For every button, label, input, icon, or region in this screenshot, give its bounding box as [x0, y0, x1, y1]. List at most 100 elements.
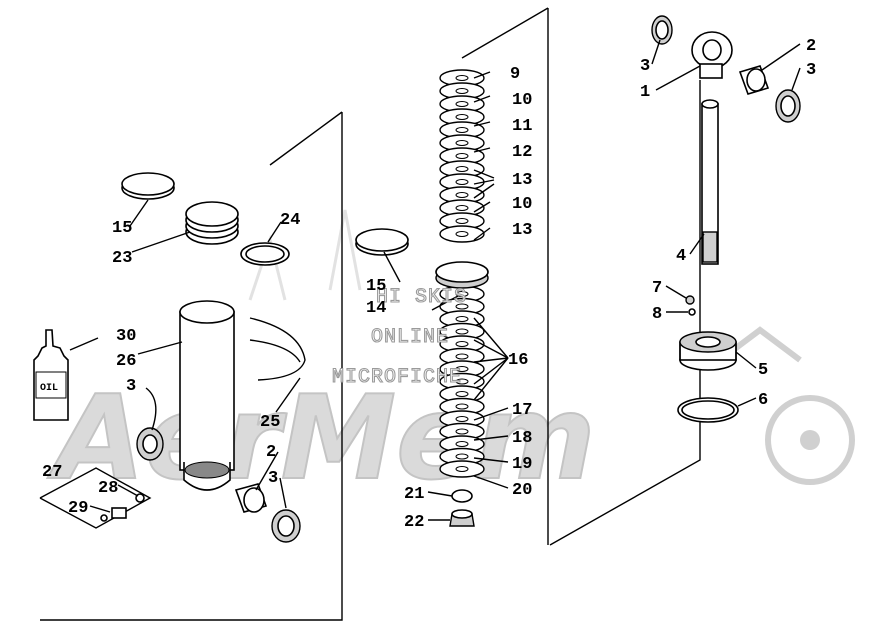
shim-washer-hole — [455, 441, 469, 447]
callout-1: 1 — [640, 83, 650, 102]
sleeve-2-right — [738, 65, 770, 95]
shim-washer-hole — [455, 416, 469, 422]
shim-washer-hole — [455, 192, 469, 198]
shim-washer-hole — [455, 127, 469, 133]
leader-lines — [69, 39, 801, 521]
cap-15-left — [121, 172, 175, 200]
callout-3-left-upper: 3 — [126, 377, 136, 396]
callout-14: 14 — [366, 299, 386, 318]
shim-washer-hole — [455, 341, 469, 347]
callout-18: 18 — [512, 429, 532, 448]
right-plate — [549, 80, 701, 546]
callout-15-center: 15 — [366, 277, 386, 296]
shim-washer-hole — [455, 353, 469, 360]
callout-10-lower: 10 — [512, 195, 532, 214]
callout-19: 19 — [512, 455, 532, 474]
shim-washer-hole — [455, 205, 469, 211]
washer-21 — [451, 489, 473, 503]
shim-washer-hole — [455, 75, 469, 81]
shim-washer-hole — [455, 453, 469, 460]
callout-3-top-left: 3 — [640, 57, 650, 76]
shim-washer-hole — [455, 218, 469, 224]
seal-23 — [185, 201, 239, 245]
callout-8: 8 — [652, 305, 662, 324]
callout-10-upper: 10 — [512, 91, 532, 110]
bushing-3-top-left — [651, 15, 673, 45]
shim-washer-hole — [455, 101, 469, 107]
callout-30: 30 — [116, 327, 136, 346]
callout-15-left: 15 — [112, 219, 132, 238]
nut-22 — [449, 509, 475, 527]
shim-washer-hole — [455, 114, 469, 120]
shim-washer-hole — [455, 391, 469, 397]
shim-washer-hole — [455, 316, 469, 322]
screw-8 — [688, 308, 696, 316]
shim-washer-hole — [455, 403, 469, 410]
callout-9: 9 — [510, 65, 520, 84]
eyelet-1 — [691, 31, 733, 79]
callout-labels: 15 23 24 30 26 3 25 2 3 27 28 29 9 10 11… — [42, 37, 816, 532]
shim-washer-hole — [455, 291, 469, 297]
ring-24 — [240, 242, 290, 266]
callout-4: 4 — [676, 247, 686, 266]
o-ring-6 — [677, 397, 739, 423]
callout-11: 11 — [512, 117, 532, 136]
oil-bottle-label: OIL — [40, 383, 58, 394]
shock-body-26 — [179, 300, 235, 491]
shim-washer-hole — [455, 88, 469, 94]
shaft-4 — [701, 99, 719, 265]
valve-kit-27 — [39, 467, 152, 529]
shim-washer-hole — [455, 428, 469, 435]
shim-washer-hole — [455, 231, 469, 237]
callout-2-left: 2 — [266, 443, 276, 462]
clip-25 — [249, 317, 306, 381]
shim-washer-hole — [455, 466, 469, 472]
callout-20: 20 — [512, 481, 532, 500]
shim-washer-hole — [455, 153, 469, 159]
watermark-line-1: HI SKIS — [376, 286, 467, 309]
callout-12: 12 — [512, 143, 532, 162]
callout-13-lower: 13 — [512, 221, 532, 240]
callout-23: 23 — [112, 249, 132, 268]
callout-3-top-right: 3 — [806, 61, 816, 80]
callout-3-left-lower: 3 — [268, 469, 278, 488]
callout-17: 17 — [512, 401, 532, 420]
watermark-line-3: MICROFICHE — [332, 366, 462, 389]
bushing-3-left-lower — [271, 509, 301, 543]
left-plate — [40, 111, 343, 621]
callout-21: 21 — [404, 485, 424, 504]
shim-washer-hole — [455, 179, 469, 185]
screw-7 — [685, 295, 695, 305]
callout-6: 6 — [758, 391, 768, 410]
shim-washer-hole — [455, 366, 469, 372]
callout-7: 7 — [652, 279, 662, 298]
watermark-text: HI SKIS ONLINE MICROFICHE — [331, 285, 467, 389]
oil-bottle-30: OIL — [33, 329, 69, 421]
callout-28: 28 — [98, 479, 118, 498]
shim-washer-hole — [455, 328, 469, 335]
callout-27: 27 — [42, 463, 62, 482]
watermark-logo: AerMem — [46, 209, 855, 507]
callout-16: 16 — [508, 351, 528, 370]
shim-washer-hole — [455, 140, 469, 146]
sleeve-2-left — [234, 483, 268, 513]
callout-26: 26 — [116, 352, 136, 371]
shim-washer-hole — [455, 378, 469, 385]
piston-14 — [435, 261, 489, 289]
bushing-3-left-upper — [136, 427, 164, 461]
cap-15-center — [355, 228, 409, 256]
callout-25: 25 — [260, 413, 280, 432]
callout-5: 5 — [758, 361, 768, 380]
callout-29: 29 — [68, 499, 88, 518]
callout-22: 22 — [404, 513, 424, 532]
shim-stack — [439, 69, 485, 478]
shim-washer-hole — [455, 303, 469, 310]
watermark-logo-text: AerMem — [47, 371, 596, 506]
shim-washer-hole — [455, 166, 469, 172]
callout-2-right: 2 — [806, 37, 816, 56]
watermark-line-2: ONLINE — [371, 326, 449, 349]
callout-24: 24 — [280, 211, 300, 230]
callout-13-upper: 13 — [512, 171, 532, 190]
center-plate — [461, 7, 549, 545]
